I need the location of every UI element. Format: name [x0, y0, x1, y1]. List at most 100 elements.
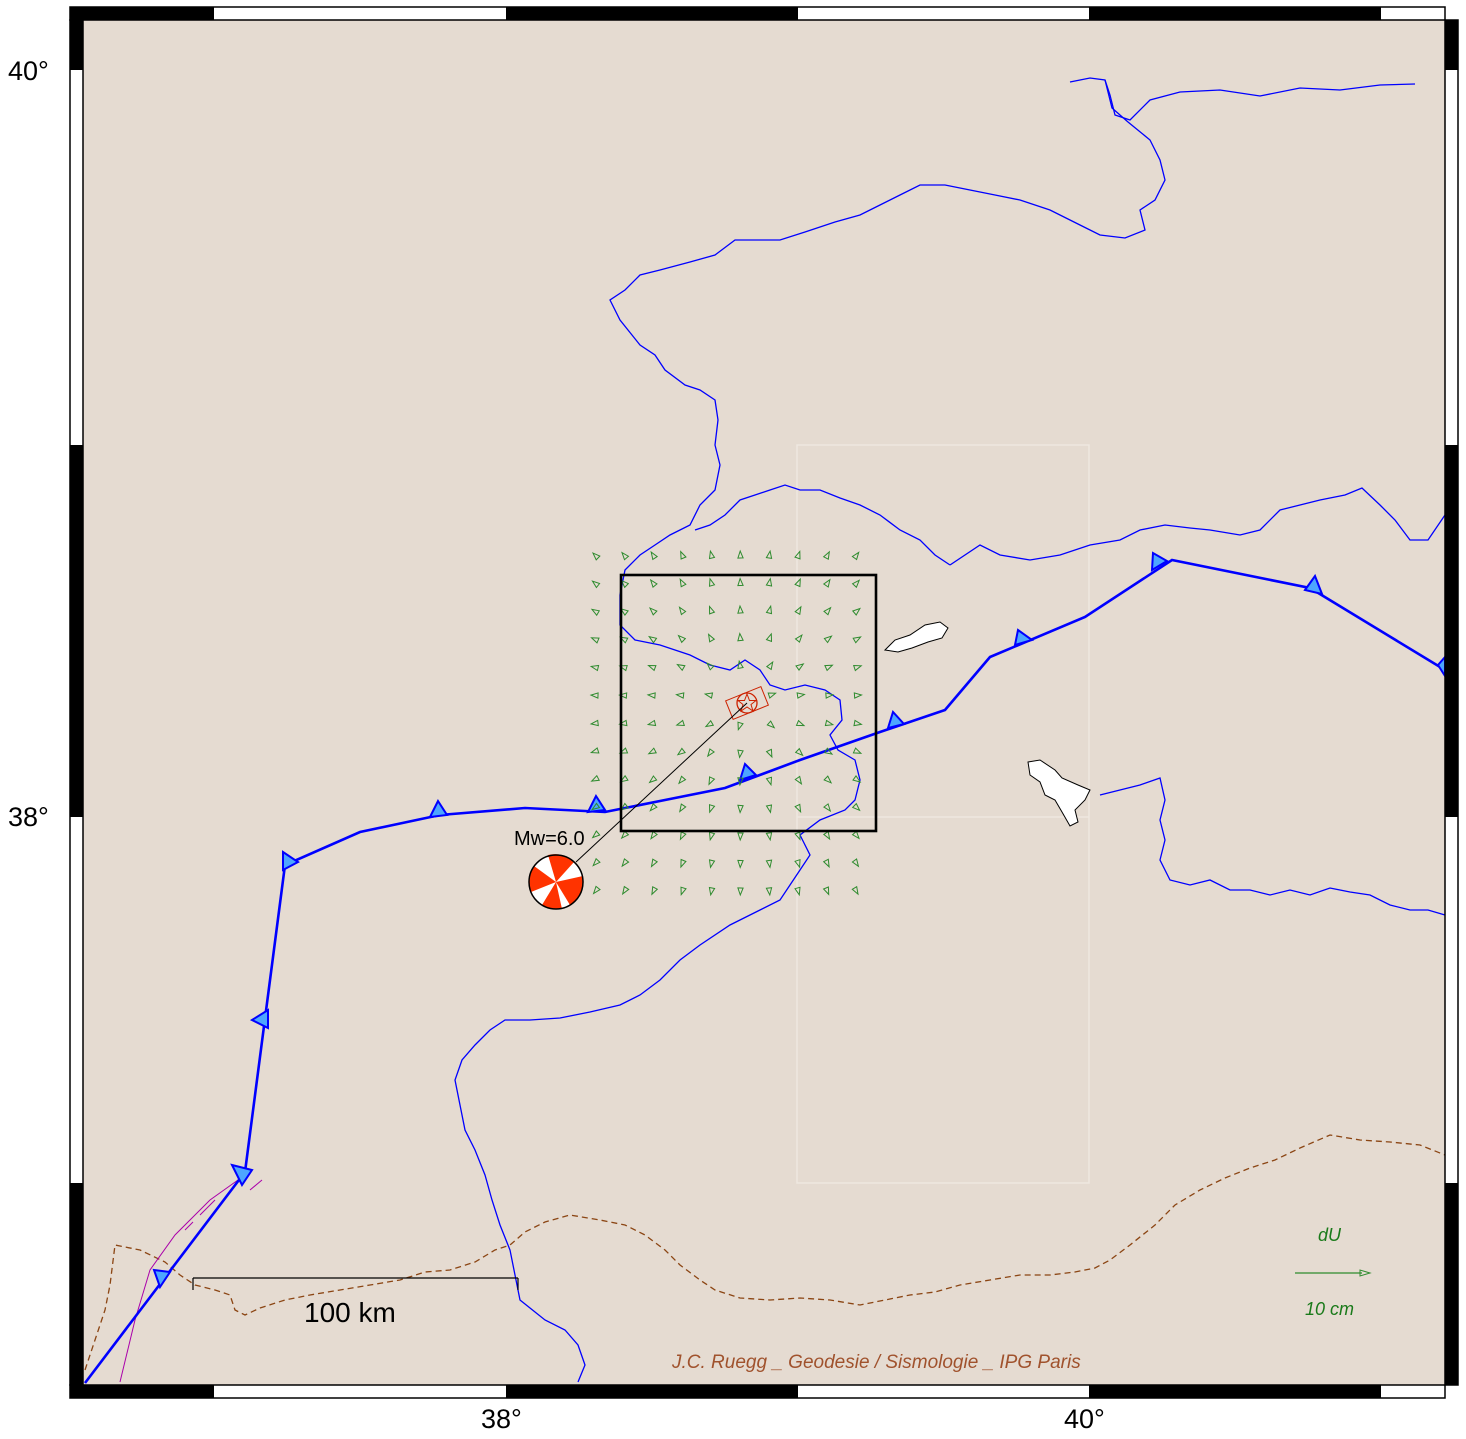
displacement-vector	[679, 831, 687, 841]
displacement-vector	[708, 776, 716, 786]
displacement-vector	[648, 607, 658, 616]
lat-label-40: 40°	[8, 56, 49, 86]
displacement-vector	[708, 605, 716, 615]
displacement-vector	[853, 692, 863, 699]
lake	[883, 621, 949, 653]
displacement-vector	[618, 747, 629, 754]
displacement-vector	[676, 663, 686, 672]
displacement-vector	[619, 774, 629, 783]
displacement-vector	[825, 692, 835, 699]
displacement-vector	[737, 659, 744, 670]
displacement-vector	[794, 803, 802, 814]
displacement-vector	[621, 885, 630, 896]
displacement-vector	[620, 579, 630, 589]
displacement-vector	[651, 886, 659, 896]
displacement-vector	[822, 858, 830, 869]
displacement-vector	[618, 664, 628, 672]
displacement-vector	[851, 579, 861, 589]
displacement-vector	[794, 577, 801, 588]
displacement-vector	[823, 606, 832, 616]
displacement-vector	[794, 831, 801, 841]
displacement-vector	[592, 885, 601, 895]
displacement-vector	[647, 664, 657, 672]
displacement-vector	[706, 662, 715, 671]
lake	[1027, 759, 1091, 827]
displacement-vector	[767, 692, 777, 699]
lon-label-40: 40°	[1064, 1404, 1105, 1434]
displacement-vector	[708, 886, 716, 897]
displacement-vector	[794, 775, 803, 785]
displacement-vector	[737, 549, 744, 559]
displacement-vector	[649, 802, 658, 812]
displacement-vector	[648, 635, 658, 644]
displacement-vector	[794, 550, 801, 560]
displacement-vector	[796, 692, 806, 699]
displacement-vector	[765, 831, 773, 842]
displacement-vector	[737, 859, 744, 869]
displacement-vector	[589, 747, 600, 754]
displacement-vector	[590, 774, 600, 782]
displacement-vector	[765, 887, 773, 897]
displacement-vector	[679, 803, 687, 813]
displacement-vector	[620, 830, 630, 840]
fault-teeth	[152, 551, 1446, 1290]
displacement-vector	[851, 802, 861, 812]
displacement-vector	[591, 552, 601, 561]
displacement-vector	[704, 719, 715, 728]
displacement-vector	[851, 551, 860, 561]
displacement-vector	[675, 692, 685, 699]
displacement-vector	[794, 859, 801, 869]
displacement-vector	[822, 578, 831, 588]
displacement-vector	[765, 549, 773, 560]
displacement-vector	[794, 633, 803, 643]
displacement-vector	[650, 830, 658, 840]
displacement-vector	[648, 775, 658, 784]
displacement-vector	[708, 859, 716, 869]
map-frame	[69, 6, 1459, 1399]
magnitude-label: Mw=6.0	[514, 828, 585, 850]
displacement-vector	[737, 832, 744, 842]
displacement-vector	[589, 664, 600, 672]
displacement-vector	[794, 605, 802, 616]
displacement-vector	[852, 775, 862, 783]
displacement-vector	[680, 550, 687, 560]
displacement-vector	[852, 636, 862, 644]
displacement-vector	[853, 719, 863, 727]
displacement-vector	[737, 749, 744, 759]
displacement-vector	[591, 830, 601, 839]
displacement-vector	[737, 804, 744, 814]
displacement-vector	[708, 577, 716, 587]
displacement-vector	[621, 551, 630, 561]
displacement-vector	[765, 859, 773, 869]
epicenter	[724, 685, 770, 721]
displacement-vector	[765, 776, 773, 787]
displacement-vector	[589, 719, 599, 727]
displacement-vector	[794, 886, 801, 897]
displacement-vector	[676, 747, 686, 756]
displacement-vector	[589, 692, 599, 699]
displacement-vector	[591, 802, 601, 811]
displacement-vector	[852, 747, 863, 754]
displacement-vector	[851, 885, 859, 896]
displacement-vectors	[589, 549, 863, 897]
displacement-vector	[824, 664, 834, 672]
displacement-vector	[737, 632, 744, 642]
displacement-vector	[618, 692, 628, 699]
displacement-vector	[591, 580, 601, 589]
credit-text: J.C. Ruegg _ Geodesie / Sismologie _ IPG…	[672, 1352, 1081, 1373]
displacement-vector	[853, 664, 863, 672]
lon-label-38: 38°	[481, 1404, 522, 1434]
displacement-vector	[765, 748, 773, 759]
thrust-fault	[83, 558, 1446, 1384]
displacement-vector	[737, 577, 744, 587]
displacement-vector	[766, 720, 776, 729]
displacement-vector	[647, 747, 657, 755]
displacement-vector	[765, 577, 773, 587]
displacement-vector	[703, 692, 714, 699]
displacement-vector	[708, 804, 716, 814]
arrow-right-icon	[1295, 1269, 1372, 1277]
scale-bar	[192, 1277, 519, 1290]
displacement-vector	[765, 632, 773, 643]
displacement-vector	[851, 607, 861, 616]
displacement-vector	[677, 634, 687, 644]
